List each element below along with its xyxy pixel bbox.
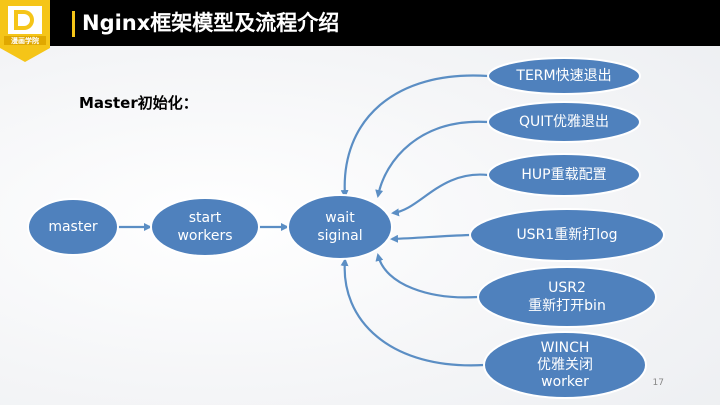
arrow-quit-to-wait [375, 120, 489, 198]
signal-usr2-node [477, 266, 657, 328]
arrow-winch-to-wait [340, 258, 485, 367]
signal-quit-node [487, 101, 641, 143]
signal-hup-node [487, 153, 641, 197]
start-workers-node [150, 197, 260, 257]
master-node [27, 198, 119, 256]
logo-icon [0, 0, 50, 62]
section-subtitle: Master初始化： [79, 94, 198, 112]
signal-usr1-node [469, 208, 665, 262]
header-bar [0, 0, 720, 46]
title-accent-bar [72, 11, 75, 37]
wait-signal-node [287, 194, 393, 260]
arrow-hup-to-wait [391, 173, 489, 217]
signal-term-node [487, 57, 641, 95]
page-number: 17 [652, 378, 664, 388]
page-title: Nginx框架模型及流程介绍 [82, 11, 340, 35]
arrow-usr1-to-wait [390, 233, 471, 243]
signal-winch-node [483, 331, 647, 399]
arrow-term-to-wait [340, 74, 489, 198]
arrow-usr2-to-wait [375, 253, 479, 299]
logo-text: 漫画学院 [11, 37, 39, 45]
